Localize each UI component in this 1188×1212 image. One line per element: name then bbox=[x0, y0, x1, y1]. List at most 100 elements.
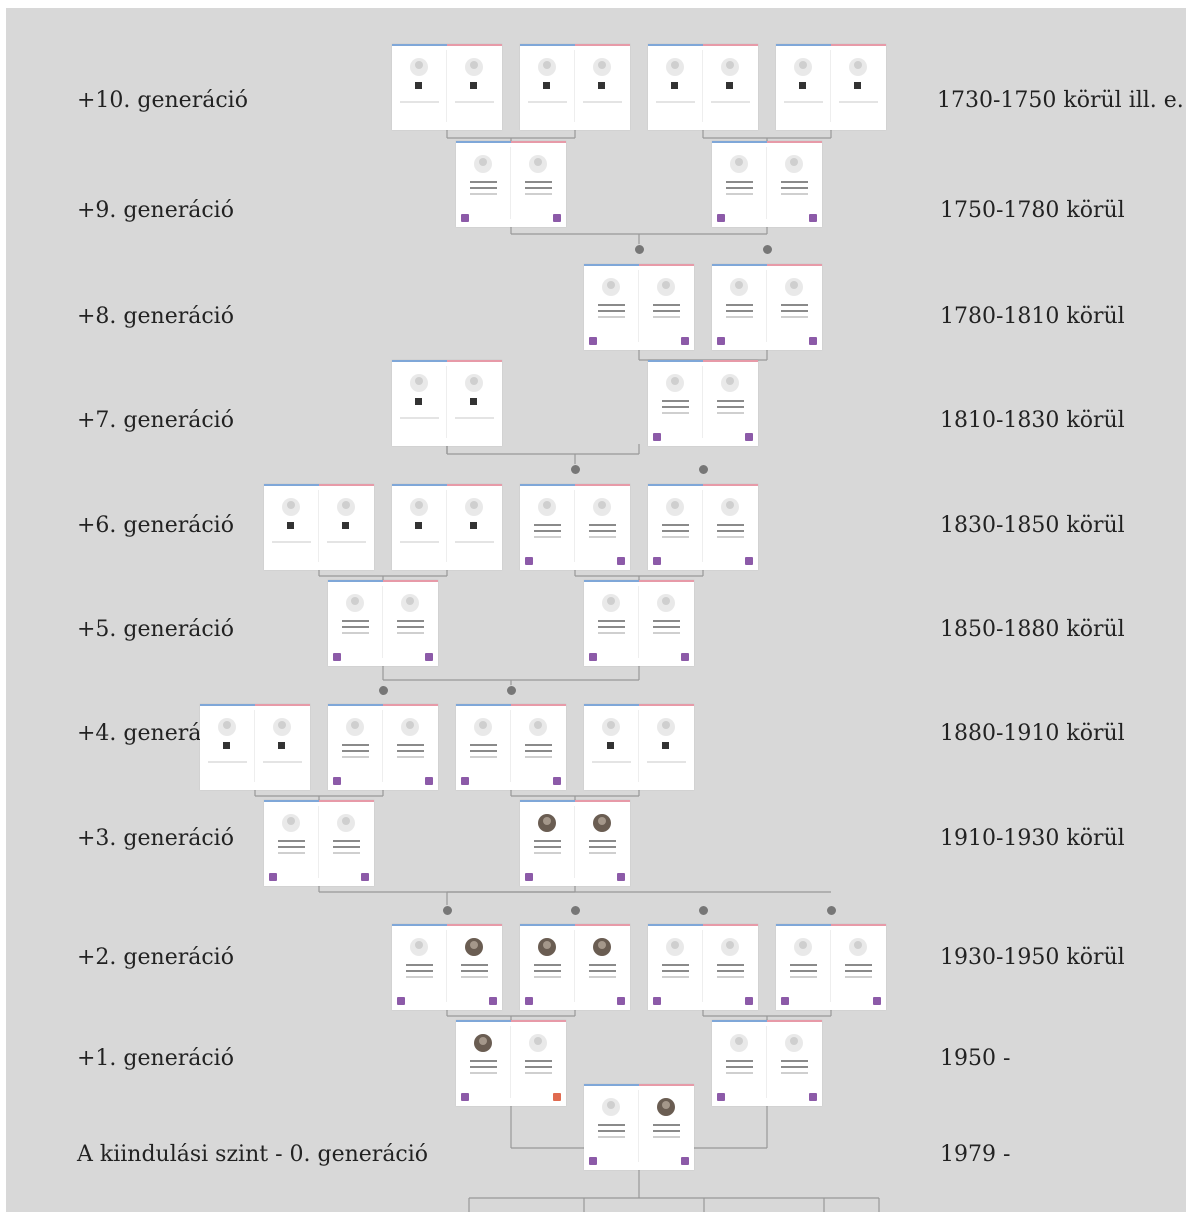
record-badge-icon[interactable] bbox=[461, 214, 469, 222]
record-badge-icon[interactable] bbox=[361, 873, 369, 881]
couple-card[interactable] bbox=[456, 1020, 566, 1106]
record-badge-icon[interactable] bbox=[525, 873, 533, 881]
record-badge-icon[interactable] bbox=[745, 557, 753, 565]
record-badge-icon[interactable] bbox=[589, 653, 597, 661]
record-badge-icon[interactable] bbox=[333, 777, 341, 785]
couple-card[interactable] bbox=[584, 1084, 694, 1170]
person-female[interactable] bbox=[831, 46, 886, 130]
record-badge-icon[interactable] bbox=[333, 653, 341, 661]
chevron-down-icon[interactable] bbox=[442, 905, 453, 916]
record-badge-icon[interactable] bbox=[873, 997, 881, 1005]
couple-card[interactable] bbox=[392, 484, 502, 570]
person-male[interactable] bbox=[776, 46, 831, 130]
record-badge-icon[interactable] bbox=[553, 1093, 561, 1101]
couple-card[interactable] bbox=[520, 44, 630, 130]
record-badge-icon[interactable] bbox=[617, 997, 625, 1005]
generation-label: +1. generáció bbox=[77, 1046, 234, 1071]
person-female[interactable] bbox=[319, 486, 374, 570]
record-badge-icon[interactable] bbox=[681, 653, 689, 661]
couple-card[interactable] bbox=[712, 264, 822, 350]
record-badge-icon[interactable] bbox=[809, 337, 817, 345]
record-badge-icon[interactable] bbox=[781, 997, 789, 1005]
couple-card[interactable] bbox=[712, 141, 822, 227]
couple-card[interactable] bbox=[392, 924, 502, 1010]
record-badge-icon[interactable] bbox=[525, 557, 533, 565]
person-male[interactable] bbox=[392, 46, 447, 130]
couple-card[interactable] bbox=[584, 264, 694, 350]
couple-card[interactable] bbox=[712, 1020, 822, 1106]
chevron-down-icon[interactable] bbox=[698, 464, 709, 475]
couple-card[interactable] bbox=[328, 580, 438, 666]
person-male[interactable] bbox=[520, 46, 575, 130]
record-badge-icon[interactable] bbox=[589, 337, 597, 345]
record-badge-icon[interactable] bbox=[553, 777, 561, 785]
couple-card[interactable] bbox=[456, 704, 566, 790]
record-badge-icon[interactable] bbox=[681, 337, 689, 345]
record-badge-icon[interactable] bbox=[269, 873, 277, 881]
person-male[interactable] bbox=[392, 362, 447, 446]
person-female[interactable] bbox=[639, 706, 694, 790]
couple-card[interactable] bbox=[648, 484, 758, 570]
couple-card[interactable] bbox=[776, 44, 886, 130]
person-female[interactable] bbox=[255, 706, 310, 790]
record-badge-icon[interactable] bbox=[525, 997, 533, 1005]
couple-card[interactable] bbox=[520, 800, 630, 886]
record-badge-icon[interactable] bbox=[653, 433, 661, 441]
couple-card[interactable] bbox=[456, 141, 566, 227]
chevron-down-icon[interactable] bbox=[762, 244, 773, 255]
person-male[interactable] bbox=[648, 46, 703, 130]
person-name-placeholder bbox=[470, 750, 497, 752]
record-badge-icon[interactable] bbox=[653, 557, 661, 565]
person-male[interactable] bbox=[392, 486, 447, 570]
person-silhouette-icon bbox=[666, 498, 684, 516]
record-badge-icon[interactable] bbox=[425, 777, 433, 785]
record-badge-icon[interactable] bbox=[397, 997, 405, 1005]
couple-card[interactable] bbox=[584, 704, 694, 790]
record-badge-icon[interactable] bbox=[809, 1093, 817, 1101]
record-badge-icon[interactable] bbox=[461, 777, 469, 785]
couple-card[interactable] bbox=[648, 44, 758, 130]
chevron-down-icon[interactable] bbox=[570, 464, 581, 475]
chevron-down-icon[interactable] bbox=[634, 244, 645, 255]
chevron-down-icon[interactable] bbox=[698, 905, 709, 916]
couple-card[interactable] bbox=[264, 800, 374, 886]
record-badge-icon[interactable] bbox=[745, 997, 753, 1005]
record-badge-icon[interactable] bbox=[553, 214, 561, 222]
record-badge-icon[interactable] bbox=[589, 1157, 597, 1165]
chevron-down-icon[interactable] bbox=[570, 905, 581, 916]
record-badge-icon[interactable] bbox=[461, 1093, 469, 1101]
record-badge-icon[interactable] bbox=[489, 997, 497, 1005]
person-female[interactable] bbox=[447, 46, 502, 130]
record-badge-icon[interactable] bbox=[809, 214, 817, 222]
couple-card[interactable] bbox=[392, 360, 502, 446]
person-male[interactable] bbox=[264, 486, 319, 570]
record-badge-icon[interactable] bbox=[681, 1157, 689, 1165]
record-badge-icon[interactable] bbox=[717, 214, 725, 222]
couple-card[interactable] bbox=[328, 704, 438, 790]
chevron-down-icon[interactable] bbox=[826, 905, 837, 916]
record-badge-icon[interactable] bbox=[425, 653, 433, 661]
couple-card[interactable] bbox=[264, 484, 374, 570]
person-female[interactable] bbox=[447, 486, 502, 570]
chevron-down-icon[interactable] bbox=[506, 685, 517, 696]
couple-card[interactable] bbox=[520, 484, 630, 570]
couple-card[interactable] bbox=[776, 924, 886, 1010]
chevron-down-icon[interactable] bbox=[378, 685, 389, 696]
couple-card[interactable] bbox=[200, 704, 310, 790]
couple-card[interactable] bbox=[392, 44, 502, 130]
couple-card[interactable] bbox=[584, 580, 694, 666]
record-badge-icon[interactable] bbox=[717, 1093, 725, 1101]
record-badge-icon[interactable] bbox=[717, 337, 725, 345]
person-female[interactable] bbox=[447, 362, 502, 446]
record-badge-icon[interactable] bbox=[617, 557, 625, 565]
couple-card[interactable] bbox=[648, 360, 758, 446]
person-female[interactable] bbox=[575, 46, 630, 130]
record-badge-icon[interactable] bbox=[653, 997, 661, 1005]
record-badge-icon[interactable] bbox=[745, 433, 753, 441]
couple-card[interactable] bbox=[648, 924, 758, 1010]
person-male[interactable] bbox=[584, 706, 639, 790]
record-badge-icon[interactable] bbox=[617, 873, 625, 881]
person-female[interactable] bbox=[703, 46, 758, 130]
person-male[interactable] bbox=[200, 706, 255, 790]
couple-card[interactable] bbox=[520, 924, 630, 1010]
